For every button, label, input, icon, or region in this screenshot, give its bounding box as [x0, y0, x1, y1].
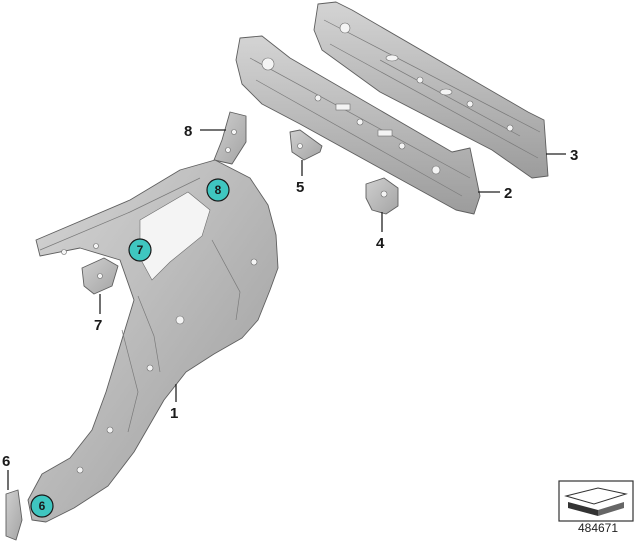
- sheet-metal-pictogram: [558, 480, 634, 522]
- callout-1: 1: [170, 405, 178, 422]
- callout-4: 4: [376, 235, 385, 252]
- reference-number: 484671: [577, 521, 619, 535]
- part-8-reinforcement: [213, 111, 247, 165]
- badge-7: 7: [128, 238, 152, 262]
- callout-3: 3: [570, 147, 578, 164]
- badge-8-label: 8: [215, 183, 222, 197]
- callout-8: 8: [184, 123, 192, 140]
- callout-5: 5: [296, 179, 304, 196]
- badge-7-label: 7: [137, 243, 144, 257]
- part-2-rear-crossmember: [235, 35, 481, 215]
- callout-6: 6: [2, 453, 10, 470]
- callout-7: 7: [94, 317, 102, 334]
- callouts: 1 2 3 4 5 6 7 8: [2, 123, 578, 470]
- part-3-rear-panel-upper: [313, 1, 549, 179]
- callout-2: 2: [504, 185, 512, 202]
- part-6-plate: [5, 489, 23, 541]
- badge-8: 8: [206, 178, 230, 202]
- badge-6: 6: [30, 494, 54, 518]
- part-7-reinforcement: [81, 257, 119, 295]
- leader-lines: [7, 129, 566, 490]
- part-5-bracket: [289, 129, 323, 161]
- part-1-side-panel: [27, 159, 279, 523]
- part-4-bracket: [365, 177, 399, 215]
- badge-6-label: 6: [39, 499, 46, 513]
